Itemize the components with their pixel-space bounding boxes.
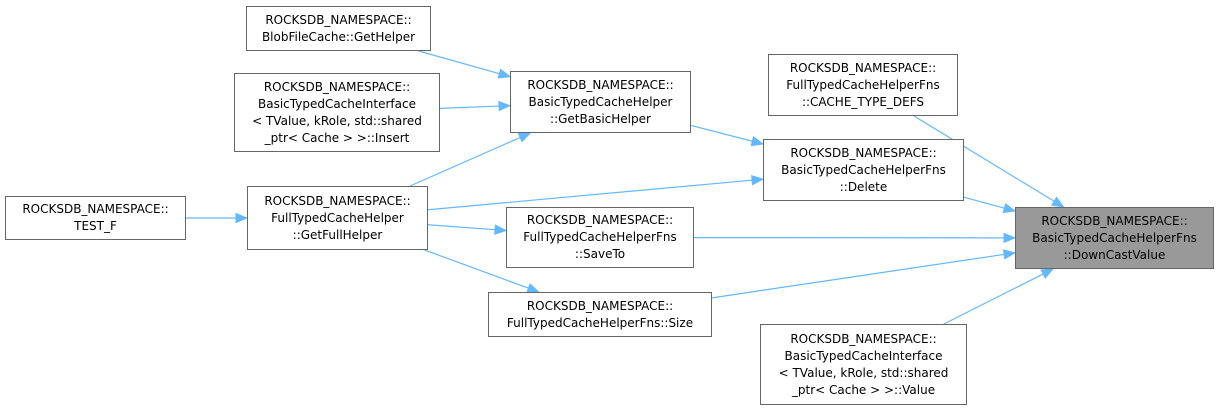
edge-n_getbasichelper-to-n_delete	[690, 124, 753, 142]
edge-n_blobfile_gethelper-to-n_getbasichelper	[418, 50, 500, 75]
node-getbasichelper[interactable]: ROCKSDB_NAMESPACE:: BasicTypedCacheHelpe…	[510, 71, 691, 133]
node-interface-insert[interactable]: ROCKSDB_NAMESPACE:: BasicTypedCacheInter…	[234, 73, 440, 152]
edge-arrowhead	[1002, 249, 1017, 260]
node-interface-value[interactable]: ROCKSDB_NAMESPACE:: BasicTypedCacheInter…	[760, 324, 967, 405]
node-label-line: ROCKSDB_NAMESPACE::	[1041, 213, 1188, 228]
node-label-line: BasicTypedCacheInterface	[784, 348, 943, 363]
node-label-line: ROCKSDB_NAMESPACE::	[263, 79, 411, 94]
node-label-line: < TValue, kRole, std::shared	[778, 365, 949, 380]
node-label-line: ::DownCastValue	[1063, 247, 1166, 262]
node-label-line: ::SaveTo	[574, 247, 626, 261]
node-label-line: ::CACHE_TYPE_DEFS	[801, 94, 925, 109]
edge-n_getfullhelper-to-n_saveto	[427, 224, 496, 231]
node-cache-type-defs[interactable]: ROCKSDB_NAMESPACE:: FullTypedCacheHelper…	[768, 54, 958, 116]
node-label-line: ROCKSDB_NAMESPACE::	[526, 298, 674, 313]
node-label-line: ROCKSDB_NAMESPACE::	[264, 193, 411, 208]
node-label-line: ROCKSDB_NAMESPACE::	[526, 213, 674, 227]
edge-arrowhead	[750, 136, 765, 147]
node-label-line: ROCKSDB_NAMESPACE::	[790, 331, 937, 346]
node-label-line: BasicTypedCacheHelperFns	[781, 162, 946, 177]
node-label-line: FullTypedCacheHelperFns	[523, 230, 677, 244]
node-label-line: ROCKSDB_NAMESPACE::	[790, 145, 937, 160]
node-label-line: ::Delete	[839, 179, 888, 194]
edge-n_getfullhelper-to-n_delete	[427, 179, 753, 211]
edge-arrowhead	[1003, 232, 1017, 244]
edge-arrowhead	[751, 174, 765, 186]
node-delete[interactable]: ROCKSDB_NAMESPACE:: BasicTypedCacheHelpe…	[763, 139, 964, 201]
node-label-line: TEST_F	[74, 219, 117, 233]
node-label-line: ROCKSDB_NAMESPACE::	[265, 12, 412, 27]
edge-n_size-to-n_downcastvalue	[711, 253, 1005, 299]
node-saveto[interactable]: ROCKSDB_NAMESPACE:: FullTypedCacheHelper…	[506, 207, 694, 268]
node-test-f[interactable]: ROCKSDB_NAMESPACE:: TEST_F	[5, 196, 186, 240]
node-label-line: _ptr< Cache > >::Value	[791, 382, 936, 397]
edge-arrowhead	[1002, 202, 1017, 214]
node-label-line: FullTypedCacheHelper	[271, 210, 404, 225]
node-label-line: BasicTypedCacheInterface	[258, 96, 416, 111]
node-label-line: BlobFileCache::GetHelper	[261, 29, 416, 44]
node-label-line: FullTypedCacheHelperFns	[786, 77, 940, 92]
edge-n_getfullhelper-to-n_size	[424, 249, 529, 289]
edge-arrowhead	[498, 100, 512, 112]
node-label-line: ROCKSDB_NAMESPACE::	[527, 77, 674, 92]
node-label-line: ROCKSDB_NAMESPACE::	[22, 202, 169, 216]
edge-n_cache_type_defs-to-n_downcastvalue	[913, 115, 1055, 202]
edge-arrowhead	[1050, 196, 1065, 208]
edge-arrowhead	[497, 68, 512, 79]
node-label-line: < TValue, kRole, std::shared	[252, 113, 422, 128]
edge-n_interface_value-to-n_downcastvalue	[943, 273, 1044, 325]
edge-n_getfullhelper-to-n_getbasichelper	[409, 136, 521, 187]
node-label-line: BasicTypedCacheHelperFns	[1032, 230, 1197, 245]
node-getfullhelper[interactable]: ROCKSDB_NAMESPACE:: FullTypedCacheHelper…	[247, 186, 428, 250]
node-label-line: _ptr< Cache > >::Insert	[264, 130, 410, 145]
node-label-line: FullTypedCacheHelperFns::Size	[506, 315, 694, 330]
node-label-line: BasicTypedCacheHelper	[528, 94, 673, 109]
edge-arrowhead	[494, 224, 508, 235]
node-label-line: ROCKSDB_NAMESPACE::	[789, 60, 937, 75]
node-size[interactable]: ROCKSDB_NAMESPACE:: FullTypedCacheHelper…	[488, 292, 712, 337]
node-label-line: ::GetFullHelper	[292, 227, 383, 242]
edge-n_interface_insert-to-n_getbasichelper	[439, 105, 500, 109]
edge-arrowhead	[235, 212, 249, 224]
node-label-line: ::GetBasicHelper	[550, 111, 651, 126]
node-downcastvalue-focus: ROCKSDB_NAMESPACE:: BasicTypedCacheHelpe…	[1015, 207, 1214, 269]
edge-arrowhead	[517, 132, 532, 143]
edge-arrowhead	[1040, 268, 1055, 279]
edge-n_delete-to-n_downcastvalue	[963, 196, 1005, 209]
node-blobfilecache-gethelper[interactable]: ROCKSDB_NAMESPACE:: BlobFileCache::GetHe…	[246, 6, 431, 51]
